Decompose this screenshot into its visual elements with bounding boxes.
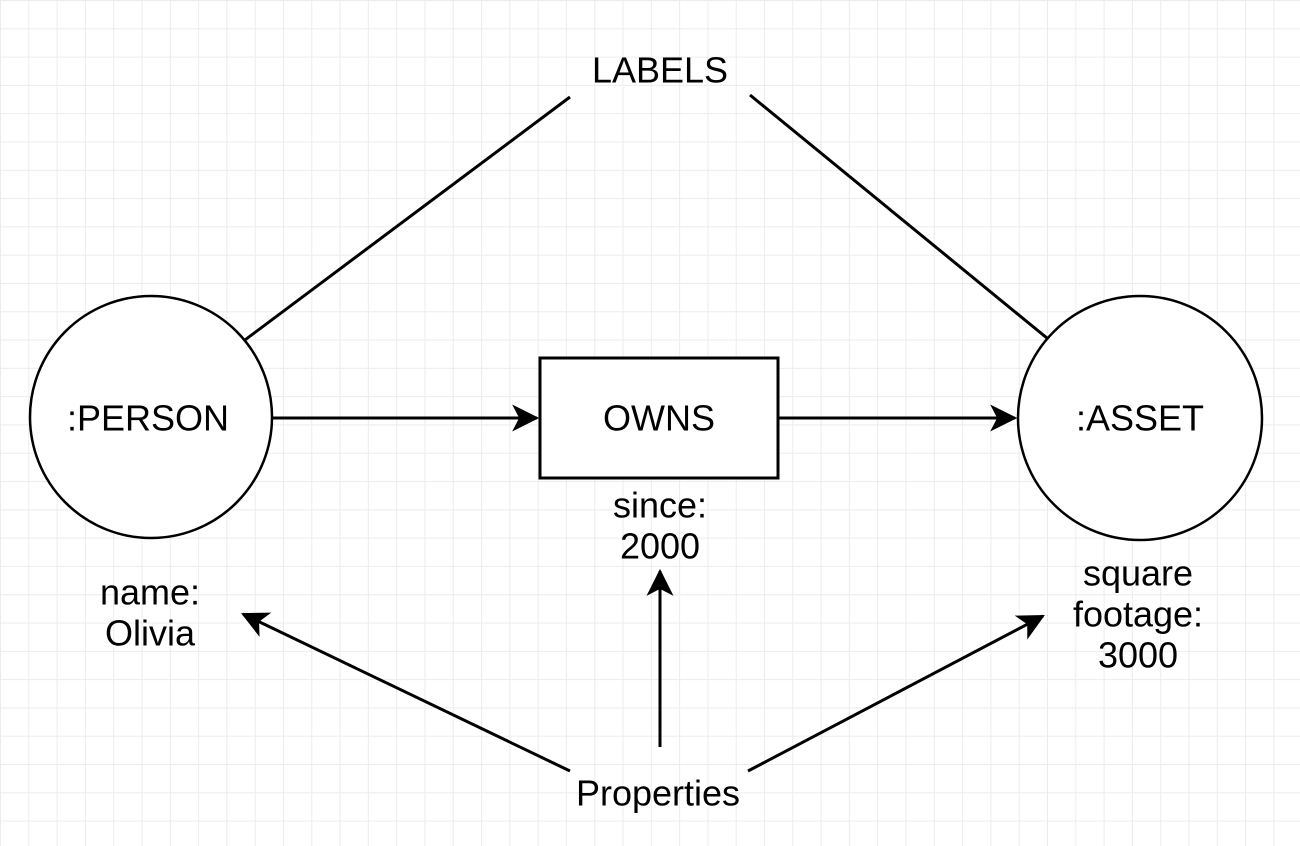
asset-node-circle [1016,294,1264,542]
person-property-line2: Olivia [105,613,196,654]
asset-property-text: square footage: 3000 [1073,553,1203,676]
labels-annotation: LABELS [592,50,728,91]
owns-relationship-label: OWNS [603,398,715,439]
owns-relationship-box [538,356,780,480]
owns-property-text: since: 2000 [613,485,707,567]
person-node-label: :PERSON [67,398,229,439]
owns-property-line1: since: [613,485,707,526]
arrow-labels-to-person [180,95,571,389]
owns-property-line2: 2000 [620,526,700,567]
asset-property-line3: 3000 [1098,635,1178,676]
arrow-properties-to-person-property [241,612,571,773]
person-property-line1: name: [100,572,200,613]
person-node-circle [28,294,274,540]
person-property-text: name: Olivia [100,572,200,654]
asset-property-line2: footage: [1073,594,1203,635]
arrow-properties-to-asset-property [747,614,1045,773]
asset-node-label: :ASSET [1076,398,1204,439]
asset-property-line1: square [1083,553,1193,594]
properties-annotation: Properties [576,773,740,814]
